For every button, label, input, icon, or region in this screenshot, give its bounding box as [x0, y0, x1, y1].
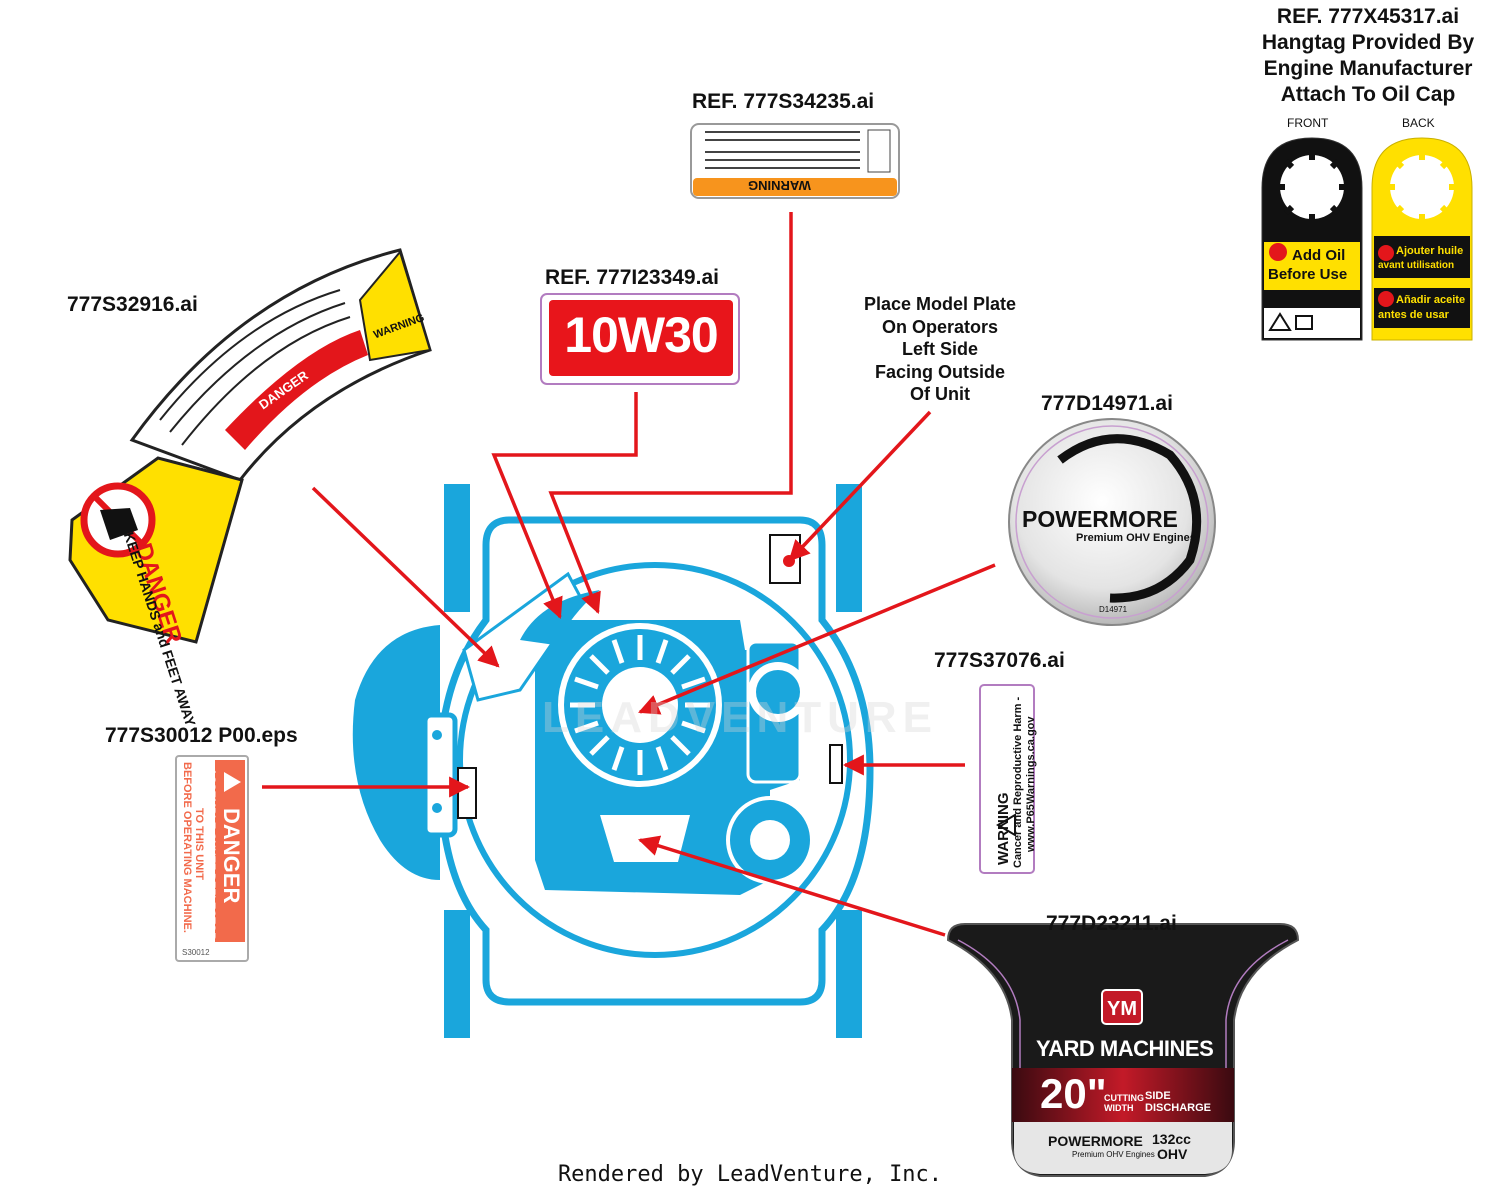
oil-grade-decal: [540, 293, 740, 385]
engine-displacement: 132cc: [1152, 1131, 1191, 1147]
ref-777s32916: 777S32916.ai: [67, 293, 198, 316]
wheel-rear-left: [444, 910, 470, 1038]
chute-line1: ASSEMBLE CHUTE DEFLECTOR: [205, 768, 217, 941]
model-plate-line: Left Side: [901, 339, 978, 359]
p65-warning-title: WARNING: [995, 792, 1012, 866]
chute-code: S30012: [182, 948, 210, 957]
hangtag-antes: antes de usar: [1378, 309, 1449, 321]
engine-ohv: OHV: [1157, 1146, 1188, 1162]
svg-text:YM: YM: [1107, 998, 1137, 1020]
warning-triangle-icon: [996, 813, 1016, 837]
model-plate-line: Facing Outside: [874, 361, 1006, 382]
hangtag-anadir: Añadir aceite: [1396, 294, 1466, 306]
svg-text:LEADVENTURE: LEADVENTURE: [542, 693, 938, 742]
curved-danger-decal: [68, 248, 432, 644]
ref-777d23211: 777D23211.ai: [1046, 912, 1177, 935]
oil-grade-text: 10W30: [564, 307, 718, 363]
model-plate-line: Of Unit: [910, 384, 970, 404]
ref-777s34235: REF. 777S34235.ai: [692, 90, 875, 113]
mower-deck: [352, 484, 874, 1038]
hangtag-ref-line: Attach To Oil Cap: [1280, 83, 1456, 106]
ref-777d14971: 777D14971.ai: [1041, 392, 1173, 415]
hangtag-avant: avant utilisation: [1378, 260, 1455, 271]
wheel-front-right: [836, 484, 862, 612]
model-plate-line: Place Model Plate: [863, 294, 1017, 314]
wheel-rear-right: [836, 910, 862, 1038]
warning-decal-text: WARNING: [748, 178, 811, 193]
powermore-logo-text: POWERMORE: [1022, 506, 1178, 532]
decal-code: D14971: [1099, 605, 1128, 614]
gear-hole-icon: [1280, 155, 1344, 219]
chute-danger-decal: [175, 755, 249, 962]
chute-line2: TO THIS UNIT: [193, 808, 205, 880]
cutting-width-label: CUTTING WIDTH: [1104, 1093, 1144, 1113]
chute-line3: BEFORE OPERATING MACHINE.: [181, 762, 193, 933]
warning-triangle-icon: [1268, 312, 1292, 331]
gear-hole-icon: [1390, 155, 1454, 219]
ref-777s37076: 777S37076.ai: [934, 649, 1065, 672]
p65-line1: Cancer and Reproductive Harm -: [1012, 696, 1024, 868]
warning-decal-34235: [690, 123, 900, 199]
hangtag-before-use: Before Use: [1268, 266, 1348, 283]
hangtag-ref-line: REF. 777X45317.ai: [1276, 5, 1460, 28]
ref-777s30012: 777S30012 P00.eps: [105, 724, 298, 747]
hangtag-reference: REF. 777X45317.ai Hangtag Provided By En…: [1228, 4, 1500, 108]
model-plate-line: On Operators: [881, 316, 999, 337]
chute-danger-title: DANGER: [219, 808, 244, 904]
wheel-front-left: [444, 484, 470, 612]
hangtag-front-label: FRONT: [1287, 116, 1329, 130]
hangtag-ref-line: Hangtag Provided By: [1261, 31, 1475, 54]
hangtag-add-oil: Add Oil: [1292, 247, 1346, 264]
side-discharge-label: SIDE DISCHARGE: [1145, 1090, 1212, 1114]
manual-icon: [1295, 315, 1313, 330]
hangtag-ajouter: Ajouter huile: [1396, 245, 1464, 257]
hangtag-back-label: BACK: [1402, 116, 1435, 130]
stop-icon: [1269, 243, 1287, 261]
footer-credit: Rendered by LeadVenture, Inc.: [557, 1162, 943, 1187]
p65-line2: www.P65Warnings.ca.gov: [1025, 716, 1037, 853]
p65-warning-decal: [979, 684, 1035, 874]
callout-arrows: [262, 212, 996, 937]
powermore-subtitle: Premium OHV Engines: [1076, 532, 1196, 544]
hangtag-ref-line: Engine Manufacturer: [1263, 57, 1473, 80]
hangtag-back: [1371, 137, 1473, 341]
brand-name: YARD MACHINES: [1036, 1036, 1214, 1061]
powermore-round-decal: [1008, 418, 1216, 626]
ym-logo-icon: [1101, 989, 1143, 1025]
ref-777i23349: REF. 777I23349.ai: [545, 266, 719, 289]
yard-machines-decal: YM: [946, 923, 1300, 1177]
cutting-width-number: 20": [1040, 1070, 1107, 1117]
warning-triangle-icon: [224, 772, 241, 792]
model-plate-instruction: Place Model Plate On Operators Left Side…: [820, 293, 1060, 406]
powermore-small-logo: POWERMORE: [1048, 1133, 1143, 1149]
powermore-small-sub: Premium OHV Engines: [1072, 1150, 1155, 1159]
hangtag-front: [1261, 137, 1363, 341]
